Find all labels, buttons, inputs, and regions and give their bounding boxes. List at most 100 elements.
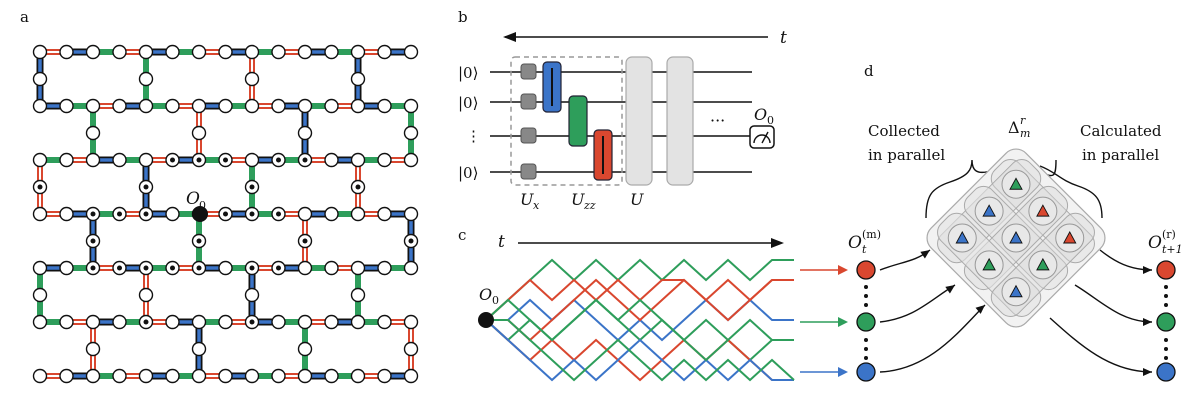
triangle-blue [1009,231,1023,244]
lattice-site [165,368,180,384]
lattice-site [324,314,339,330]
svg-text:Collected: Collected [868,122,940,140]
path-green [485,298,794,362]
ket-3: |0⟩ [458,164,478,182]
lattice-site [112,314,127,330]
lattice-site [32,260,48,276]
site-marker [143,184,149,190]
lattice-site [85,44,101,60]
operator-o0-subscript: 0 [199,199,206,212]
lattice-site [350,44,366,60]
lattice-site [324,98,339,114]
lattice-site [138,44,154,60]
lattice-site [218,260,233,276]
node-red [1156,260,1176,280]
lattice-site [165,98,180,114]
operator-o0-symbol: O [186,189,200,209]
lattice-site [271,44,286,60]
site-marker [249,184,255,190]
lattice-site [59,98,74,114]
operator-o0-label-a: O 0 [186,189,206,212]
node-blue [856,362,876,382]
site-marker [143,265,149,271]
lattice-site [191,341,207,357]
svg-text:U: U [520,190,534,209]
site-marker [276,211,281,217]
lattice-site [112,98,127,114]
lattice-site [350,152,366,168]
left-column-nodes [856,260,876,382]
lattice-site [85,125,101,141]
triangle-green [1036,257,1050,271]
lattice-site [244,98,260,114]
lattice-site [218,368,233,384]
triangle-green [1009,177,1023,190]
u-gate-1 [625,56,653,186]
brick-lattice [32,44,419,384]
arrow-head [1143,318,1152,326]
path-green [486,319,795,382]
arrow-head [920,250,930,259]
lattice-site [138,98,154,114]
lattice-site [32,152,48,168]
triangle-green [982,257,996,271]
site-marker [90,238,96,244]
triangle-red [1036,204,1050,217]
site-marker [117,211,122,217]
svg-text:O: O [848,233,862,253]
lattice-site [59,260,74,276]
uzz-gate-green [568,95,588,147]
lattice-site [32,368,48,384]
svg-text:(m): (m) [862,228,881,241]
measure-o0-label: O 0 [754,105,774,127]
lattice-site [191,125,207,141]
site-marker [276,157,281,163]
site-marker [249,319,255,325]
svg-text:Δ: Δ [1008,118,1020,137]
lattice-site [85,314,101,330]
lattice-site [324,260,339,276]
lattice-site [138,368,154,384]
svg-text:O: O [479,285,492,304]
lattice-site [112,152,127,168]
ellipsis-dot [1164,285,1168,289]
triangle-blue [955,231,970,244]
ellipsis-dot [864,356,868,360]
lattice-site [112,368,127,384]
right-op-label: O t+1 (r) [1148,228,1183,256]
lattice-site [297,314,313,330]
site-marker [117,265,122,271]
lattice-site [59,314,74,330]
svg-text:x: x [533,199,540,212]
lattice-site [165,206,180,222]
triangle-blue [1009,284,1023,298]
path-blue [485,319,794,382]
site-marker [143,319,149,325]
lattice-site [350,368,366,384]
lattice-site [218,314,233,330]
lattice-site [112,44,127,60]
lattice-site [244,368,260,384]
site-marker [302,157,308,163]
lattice-site [324,368,339,384]
lattice-site [297,368,313,384]
lattice-site [32,287,48,303]
lattice-site [271,368,286,384]
site-marker [223,157,228,163]
ellipsis-dot [1164,347,1168,351]
lattice-site [191,368,207,384]
lattice-site [324,152,339,168]
arrow-head [945,285,955,294]
lattice-site [403,341,419,357]
arrow [879,284,956,323]
lattice-site [32,98,48,114]
arrow-head [1143,368,1152,376]
lattice-site [297,44,313,60]
lattice-site [403,314,419,330]
lattice-site [85,341,101,357]
lattice-site [324,206,339,222]
lattice-site [244,44,260,60]
lattice-site [165,314,180,330]
arrow-head [975,305,985,314]
